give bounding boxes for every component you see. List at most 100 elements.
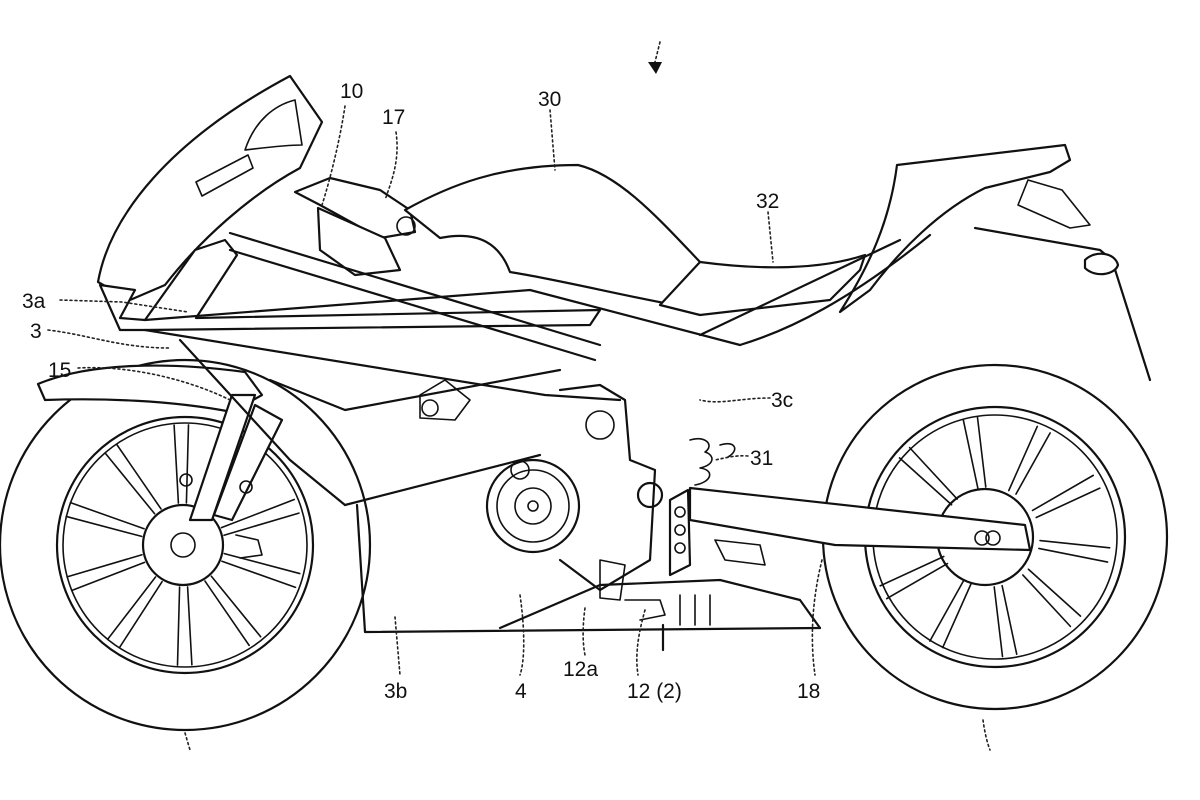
wheel-spoke bbox=[104, 443, 162, 515]
arrow-down-icon bbox=[648, 62, 662, 74]
tail-light bbox=[1017, 179, 1091, 229]
engine-detail-left bbox=[419, 379, 471, 421]
rear-shock bbox=[689, 437, 736, 486]
engine bbox=[419, 379, 657, 592]
leader-18 bbox=[811, 559, 823, 676]
axle-adjuster bbox=[974, 530, 990, 546]
front-hub bbox=[141, 503, 225, 587]
fairing-lower-line bbox=[143, 328, 622, 402]
bracket-hole bbox=[674, 506, 686, 518]
fuel-tank bbox=[403, 163, 702, 307]
wheel-spoke bbox=[173, 424, 190, 504]
bracket-hole bbox=[674, 524, 686, 536]
leader-3 bbox=[47, 329, 171, 349]
leader-3a bbox=[59, 299, 189, 313]
front-fork-left-tube bbox=[188, 393, 257, 522]
change-pedal bbox=[624, 599, 666, 621]
seat bbox=[658, 253, 867, 317]
leader-3c bbox=[699, 397, 771, 403]
wheel-spoke bbox=[1022, 568, 1082, 628]
subframe-rail-lower bbox=[738, 233, 932, 347]
frame-lower-rail bbox=[228, 248, 597, 362]
leader-30 bbox=[549, 109, 556, 171]
pivot-bolt bbox=[636, 481, 664, 509]
wheel-spoke bbox=[65, 501, 145, 538]
vehicle-reference-arrow bbox=[648, 41, 662, 74]
front-axle bbox=[170, 532, 196, 558]
front-spokes bbox=[65, 424, 301, 666]
engine-bolt bbox=[510, 460, 530, 480]
shock-spring bbox=[689, 437, 713, 486]
fairing-lower-panel bbox=[343, 453, 542, 507]
front-rim-inner bbox=[62, 422, 308, 668]
wheel-spoke bbox=[993, 584, 1018, 658]
label-32: 32 bbox=[756, 190, 779, 213]
shock-spring-coil bbox=[719, 442, 736, 458]
label-3c: 3c bbox=[771, 389, 793, 412]
leader-rear-wheel bbox=[982, 719, 991, 751]
tail-cowl bbox=[838, 143, 1072, 314]
bar-end bbox=[396, 216, 416, 236]
frame-upper-rail bbox=[228, 231, 602, 347]
leader-12a bbox=[582, 607, 586, 656]
leader-4 bbox=[519, 594, 525, 676]
label-3a: 3a bbox=[22, 290, 46, 313]
brake-caliper bbox=[235, 534, 263, 559]
axle-adjuster bbox=[985, 530, 1001, 546]
headlight-slot bbox=[195, 154, 254, 197]
label-31: 31 bbox=[750, 447, 773, 470]
engine-cover-outer bbox=[485, 458, 581, 554]
wheel-spoke bbox=[1031, 474, 1101, 519]
leader-32 bbox=[767, 211, 774, 263]
wheel-spoke bbox=[1038, 539, 1111, 563]
front-tire-outer bbox=[0, 358, 372, 732]
front-wheel bbox=[0, 358, 372, 732]
wheel-spoke bbox=[962, 416, 987, 490]
label-18: 18 bbox=[797, 680, 820, 703]
wheel-spoke bbox=[107, 576, 163, 649]
license-plate-bracket bbox=[973, 226, 1152, 382]
rear-turn-signal bbox=[1083, 252, 1120, 276]
subframe-rail bbox=[698, 238, 902, 337]
leader-3b bbox=[394, 616, 401, 676]
leader-front-wheel bbox=[184, 732, 191, 751]
label-30: 30 bbox=[538, 88, 561, 111]
wheel-spoke bbox=[221, 552, 301, 589]
label-12-2: 12 (2) bbox=[627, 680, 682, 703]
label-17: 17 bbox=[382, 106, 405, 129]
wheel-spoke bbox=[204, 575, 262, 647]
leader-31 bbox=[714, 455, 749, 461]
wheel-spoke bbox=[220, 498, 300, 537]
wheel-spoke bbox=[176, 586, 193, 666]
reference-labels: 10 17 30 32 3a 3 15 3c 31 3b 4 12a 12 (2… bbox=[22, 80, 820, 703]
rear-brake-master bbox=[714, 539, 766, 566]
arrow-shaft bbox=[654, 41, 661, 63]
exhaust-fins bbox=[679, 594, 711, 626]
fairing-front-edge bbox=[178, 338, 347, 507]
steering-head bbox=[316, 206, 402, 277]
wheel-spoke bbox=[929, 579, 972, 649]
label-10: 10 bbox=[340, 80, 363, 103]
cylinder-head-detail bbox=[585, 410, 615, 440]
under-cowl-lower bbox=[498, 578, 822, 630]
shift-linkage bbox=[599, 559, 626, 601]
footrest-bracket bbox=[668, 488, 692, 577]
engine-detail-circle bbox=[421, 399, 439, 417]
swing-arm bbox=[688, 486, 1032, 552]
fork-bolt bbox=[239, 480, 253, 494]
front-rim-outer bbox=[55, 415, 315, 675]
label-3b: 3b bbox=[384, 680, 407, 703]
leader-lines bbox=[47, 105, 991, 751]
fork-bolt bbox=[179, 473, 193, 487]
label-15: 15 bbox=[48, 359, 71, 382]
engine-cover-ring bbox=[496, 469, 570, 543]
handlebar-clamp bbox=[293, 176, 417, 240]
label-4: 4 bbox=[515, 680, 527, 703]
under-cowl bbox=[355, 503, 822, 634]
front-fender bbox=[36, 364, 264, 414]
leader-15 bbox=[77, 366, 231, 401]
wheel-spoke bbox=[879, 555, 949, 600]
rear-spokes bbox=[869, 416, 1111, 658]
